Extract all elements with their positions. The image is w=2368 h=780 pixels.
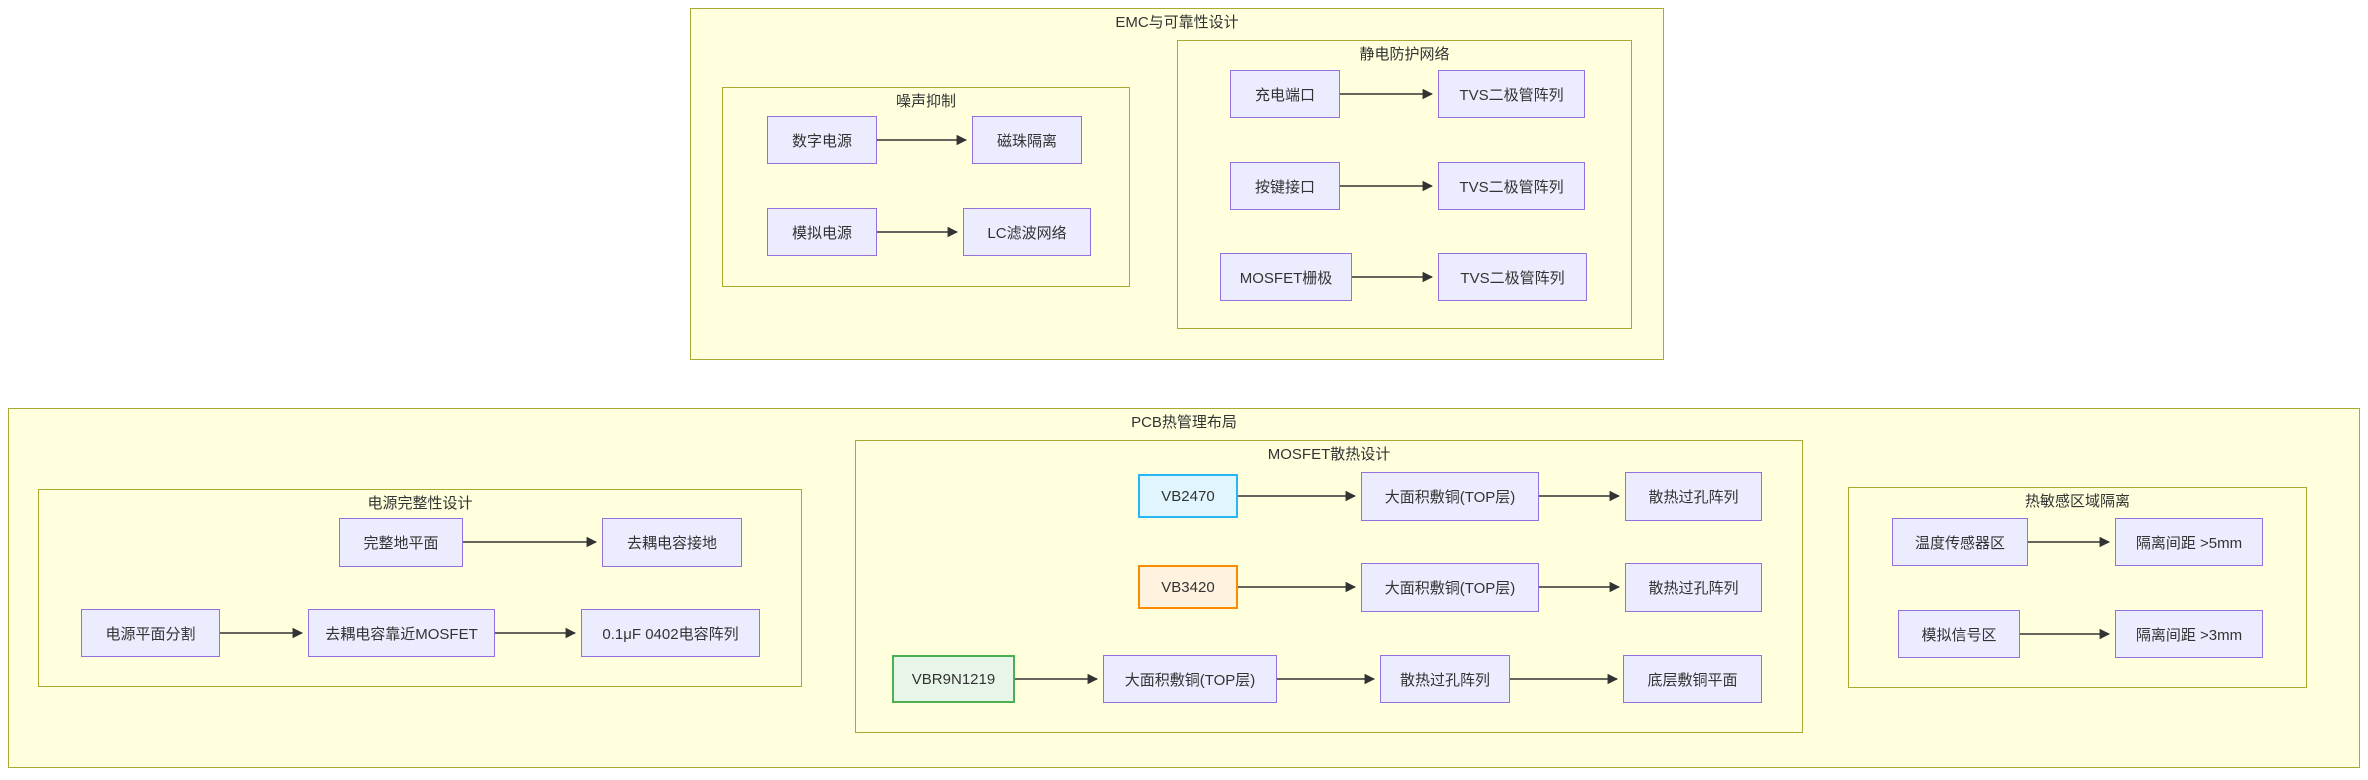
node-tvs-array-2: TVS二极管阵列 <box>1438 162 1585 210</box>
subgraph-esd-title: 静电防护网络 <box>1359 46 1450 63</box>
node-lc-filter: LC滤波网络 <box>963 208 1091 256</box>
node-tvs-array-3: TVS二极管阵列 <box>1438 253 1587 301</box>
subgraph-noise-title: 噪声抑制 <box>895 93 956 110</box>
subgraph-emc-title: EMC与可靠性设计 <box>1115 14 1239 31</box>
node-cap-array: 0.1μF 0402电容阵列 <box>581 609 760 657</box>
node-temp-sensor-area: 温度传感器区 <box>1892 518 2028 566</box>
node-copper-top-1: 大面积敷铜(TOP层) <box>1361 472 1539 521</box>
subgraph-mosfet-title: MOSFET散热设计 <box>1267 446 1391 463</box>
node-analog-signal-area: 模拟信号区 <box>1898 610 2020 658</box>
node-iso-3mm: 隔离间距 >3mm <box>2115 610 2263 658</box>
node-power-plane-split: 电源平面分割 <box>81 609 220 657</box>
node-bead-isolation: 磁珠隔离 <box>972 116 1082 164</box>
node-charge-port: 充电端口 <box>1230 70 1340 118</box>
node-copper-top-2: 大面积敷铜(TOP层) <box>1361 563 1539 612</box>
node-analog-power: 模拟电源 <box>767 208 877 256</box>
node-ground-plane: 完整地平面 <box>339 518 463 567</box>
node-vias-2: 散热过孔阵列 <box>1625 563 1762 612</box>
node-digital-power: 数字电源 <box>767 116 877 164</box>
node-vias-3: 散热过孔阵列 <box>1380 655 1510 703</box>
node-vias-1: 散热过孔阵列 <box>1625 472 1762 521</box>
node-decoupling-ground: 去耦电容接地 <box>602 518 742 567</box>
node-key-interface: 按键接口 <box>1230 162 1340 210</box>
node-tvs-array-1: TVS二极管阵列 <box>1438 70 1585 118</box>
node-mosfet-gate: MOSFET栅极 <box>1220 253 1352 301</box>
node-decoupling-near-mosfet: 去耦电容靠近MOSFET <box>308 609 495 657</box>
subgraph-pcb-title: PCB热管理布局 <box>1131 414 1237 431</box>
node-vbr9n1219: VBR9N1219 <box>892 655 1015 703</box>
node-bottom-copper: 底层敷铜平面 <box>1623 655 1762 703</box>
node-copper-top-3: 大面积敷铜(TOP层) <box>1103 655 1277 703</box>
node-vb2470: VB2470 <box>1138 474 1238 518</box>
subgraph-power-title: 电源完整性设计 <box>367 495 473 512</box>
node-iso-5mm: 隔离间距 >5mm <box>2115 518 2263 566</box>
node-vb3420: VB3420 <box>1138 565 1238 609</box>
subgraph-thermal-title: 热敏感区域隔离 <box>2024 493 2130 510</box>
